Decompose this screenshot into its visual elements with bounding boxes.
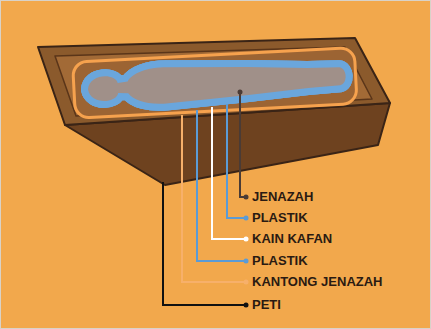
coffin-rim (38, 38, 390, 125)
leader-dot (244, 237, 249, 242)
body (87, 58, 347, 108)
leader-line (240, 92, 246, 197)
part-label: JENAZAH (252, 189, 313, 205)
leader-dot (244, 216, 249, 221)
leader-line (182, 115, 246, 282)
part-label: PETI (252, 297, 281, 313)
leader-dot (244, 195, 249, 200)
body-layers (73, 47, 358, 118)
leader-line (212, 107, 246, 239)
leader-lines (163, 92, 246, 305)
leader-dot (244, 280, 249, 285)
leader-line (227, 104, 246, 218)
leader-line (163, 182, 246, 305)
leader-dot (244, 259, 249, 264)
inner-plastic (87, 58, 347, 108)
leader-dot (244, 303, 249, 308)
part-label: KANTONG JENAZAH (252, 274, 383, 290)
leader-line (197, 110, 246, 261)
part-label: KAIN KAFAN (252, 231, 332, 247)
leader-dots (238, 90, 249, 308)
outer-plastic (87, 58, 347, 108)
body-bag (73, 47, 358, 118)
leader-dot (238, 90, 243, 95)
shroud (87, 58, 347, 108)
part-label: PLASTIK (252, 210, 308, 226)
part-label: PLASTIK (252, 253, 308, 269)
